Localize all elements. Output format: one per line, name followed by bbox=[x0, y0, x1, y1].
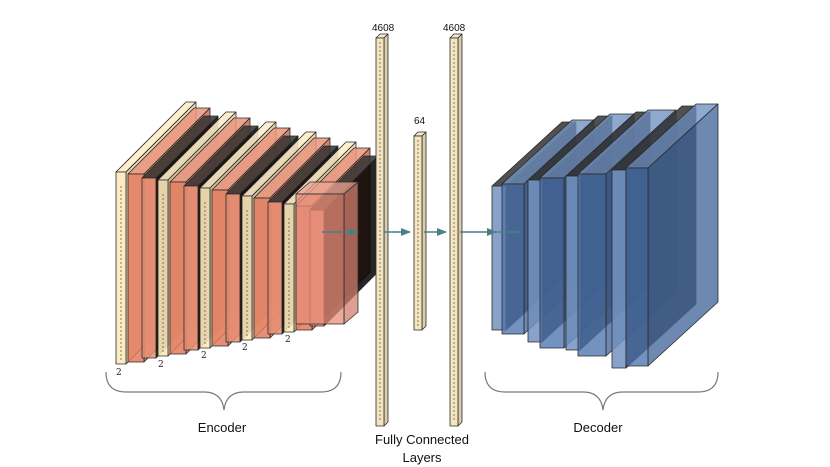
encoder-conv-a-4-front bbox=[253, 197, 271, 339]
decoder-block-4-front bbox=[539, 177, 565, 349]
encoder-final-block-side bbox=[343, 181, 359, 325]
encoder-brace bbox=[105, 371, 342, 411]
fc-layer-3-side bbox=[457, 33, 463, 427]
decoder-brace bbox=[484, 371, 719, 411]
encoder-conv-a-1-front bbox=[127, 173, 145, 363]
decoder-blocks bbox=[491, 103, 719, 369]
encoder-conv-b-3-front bbox=[225, 193, 241, 343]
encoder-conv-a-2-front bbox=[169, 181, 187, 355]
decoder-block-6-front bbox=[577, 173, 607, 357]
encoder-stride-label-2: 2 bbox=[158, 360, 164, 370]
fc-layer-3 bbox=[449, 33, 463, 427]
encoder-stride-label-5: 2 bbox=[285, 335, 291, 345]
fc-layer-1 bbox=[375, 33, 389, 427]
decoder-block-7-front bbox=[611, 169, 627, 369]
encoder-stride-label-1: 2 bbox=[116, 368, 122, 378]
encoder-final-block bbox=[295, 181, 359, 325]
fc-size-label-2: 64 bbox=[414, 116, 426, 127]
fc-layer-2 bbox=[413, 131, 427, 331]
fc-layer-2-side bbox=[421, 131, 427, 331]
encoder-conv-a-3-front bbox=[211, 189, 229, 347]
encoder-conv-b-2-front bbox=[183, 185, 199, 351]
encoder-stride-label-4: 2 bbox=[242, 343, 248, 353]
encoder-label: Encoder bbox=[198, 420, 247, 435]
fc-layer-1-side bbox=[383, 33, 389, 427]
decoder-label: Decoder bbox=[573, 420, 623, 435]
decoder-block-2-front bbox=[501, 183, 525, 335]
decoder-block-8 bbox=[625, 103, 719, 367]
fc-label-line2: Layers bbox=[402, 450, 442, 465]
fc-size-label-1: 4608 bbox=[372, 23, 395, 34]
fc-size-label-3: 4608 bbox=[443, 23, 466, 34]
fully-connected-layers bbox=[375, 33, 463, 427]
fc-label-line1: Fully Connected bbox=[375, 432, 469, 447]
encoder-stride-label-3: 2 bbox=[201, 351, 207, 361]
encoder-blocks bbox=[115, 101, 379, 365]
encoder-conv-b-1-front bbox=[141, 177, 157, 359]
encoder-final-block-front bbox=[295, 193, 345, 325]
encoder-conv-b-4-front bbox=[267, 201, 283, 335]
decoder-block-8-front bbox=[625, 167, 649, 367]
